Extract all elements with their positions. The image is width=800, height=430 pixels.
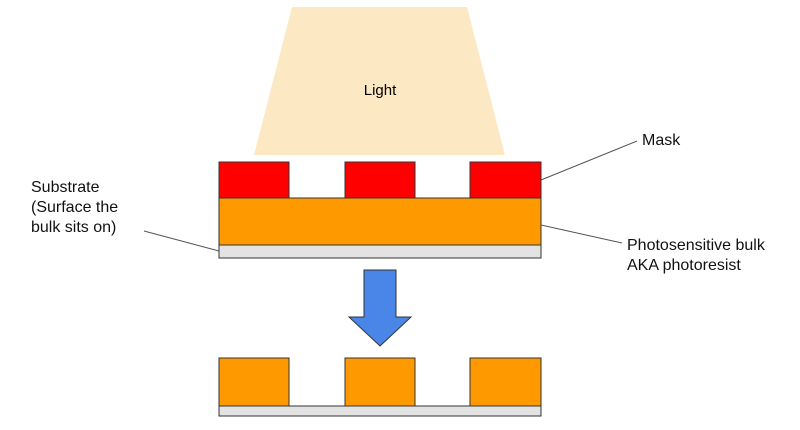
substrate-label: Substrate (Surface the bulk sits on) xyxy=(31,178,118,238)
substrate-label-line-1: Substrate xyxy=(31,179,100,196)
down-arrow-icon xyxy=(347,269,413,347)
photoresist-layer-top xyxy=(218,197,542,246)
substrate-layer-bottom xyxy=(218,405,542,417)
photoresist-block-right xyxy=(469,357,542,407)
substrate-layer-top xyxy=(218,244,542,259)
photoresist-leader-line xyxy=(540,224,623,244)
mask-block-right xyxy=(469,161,542,199)
mask-label: Mask xyxy=(642,132,681,149)
photoresist-label-line-1: Photosensitive bulk xyxy=(627,237,765,254)
photoresist-label-line-2: AKA photoresist xyxy=(627,257,741,274)
photoresist-block-middle xyxy=(344,357,416,407)
photoresist-block-left xyxy=(218,357,290,407)
light-beam xyxy=(254,7,505,155)
mask-block-middle xyxy=(344,161,416,199)
substrate-label-line-2: (Surface the xyxy=(31,199,119,216)
substrate-label-line-3: bulk sits on) xyxy=(31,219,117,236)
mask-leader-line xyxy=(540,140,638,181)
light-label: Light xyxy=(364,82,397,99)
photoresist-label: Photosensitive bulk AKA photoresist xyxy=(627,236,765,276)
substrate-leader-line xyxy=(143,230,220,252)
mask-block-left xyxy=(218,161,290,199)
